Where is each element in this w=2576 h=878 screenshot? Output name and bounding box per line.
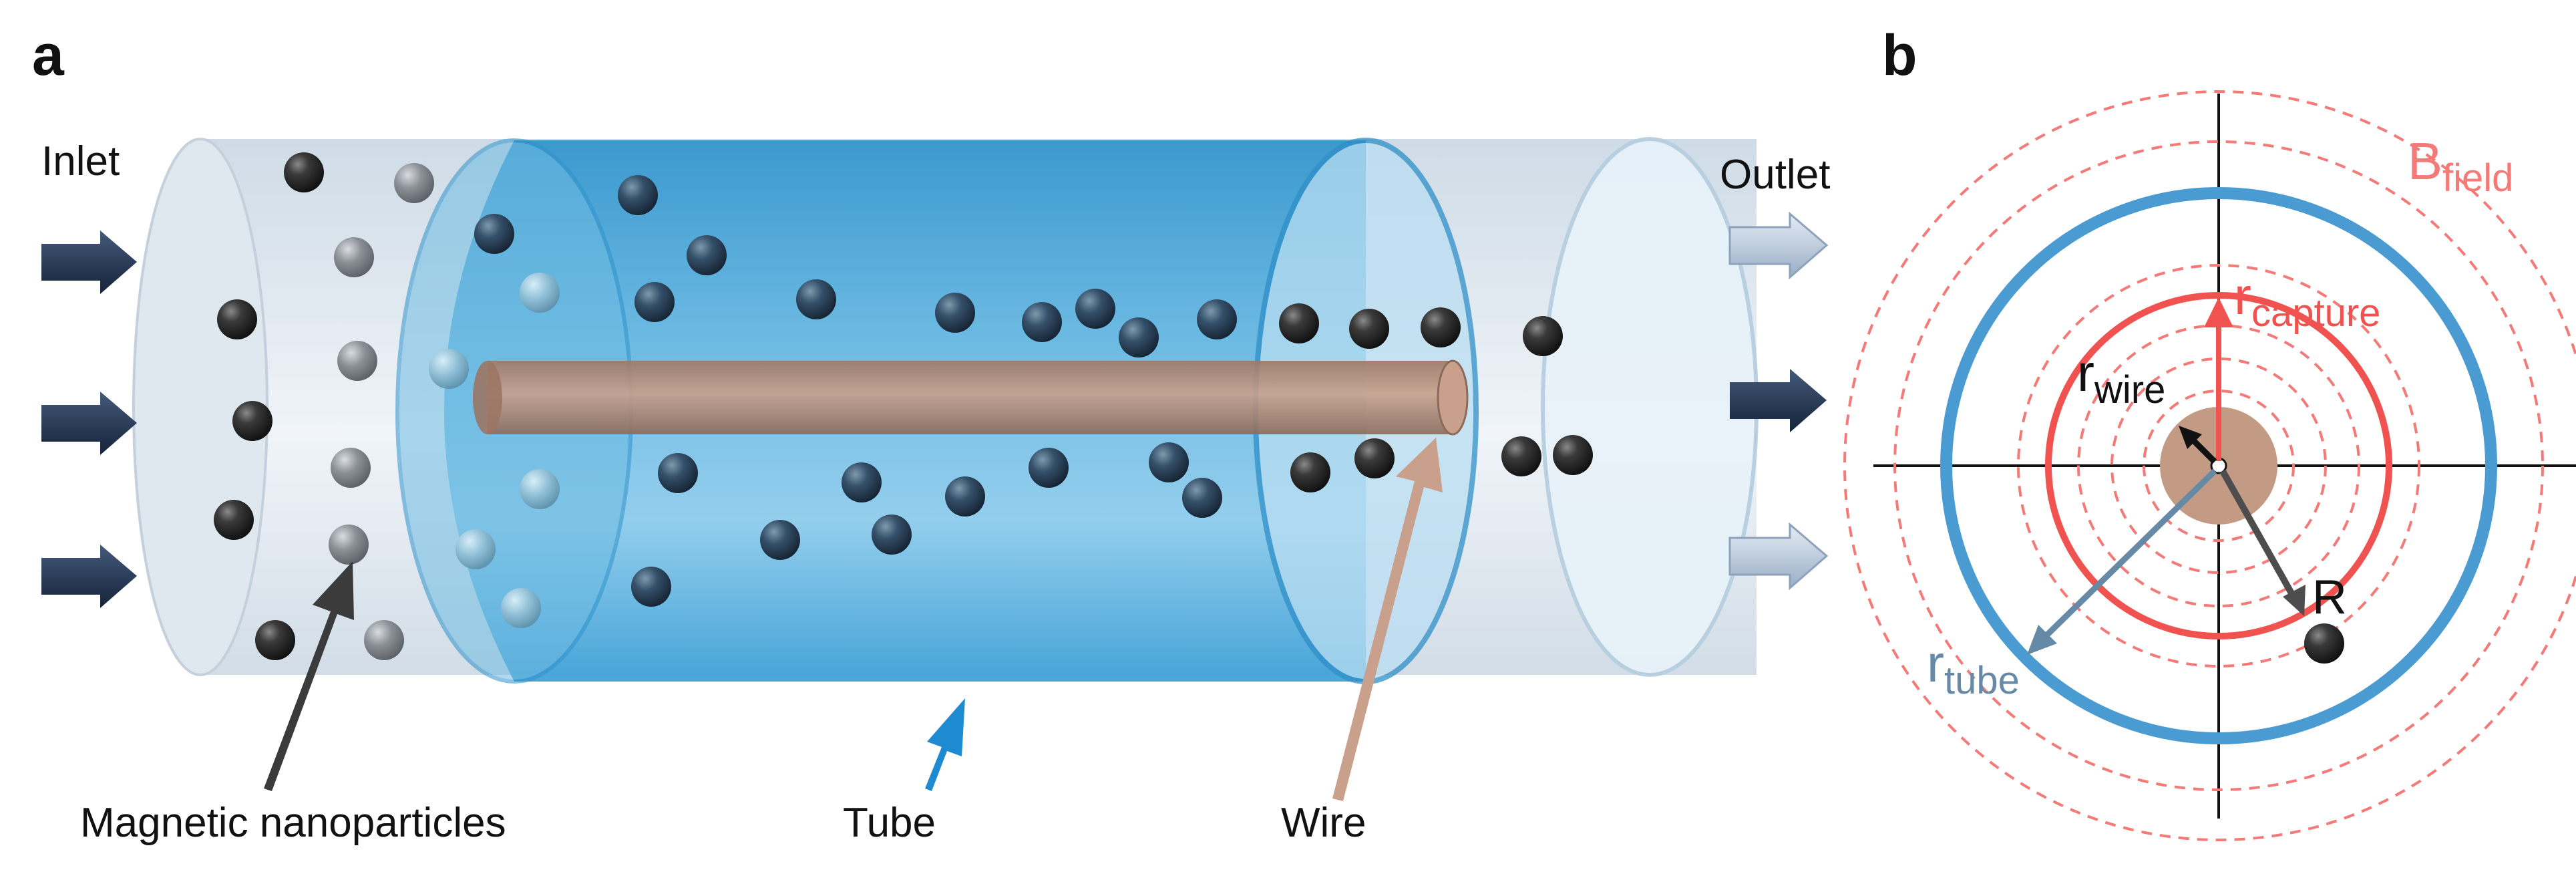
nanoparticle [1501,436,1541,476]
nanoparticle [331,448,371,488]
particle-distance-arrowhead-icon [2283,585,2306,616]
nanoparticle [1523,316,1563,356]
r-capture-label: rcapture [2234,267,2380,335]
outlet-label: Outlet [1720,152,1830,198]
nanoparticle [618,175,658,215]
panel-b-letter: b [1882,23,1917,88]
nanoparticle [1290,452,1330,492]
wire-radius-arrowhead-icon [2179,426,2202,449]
nanoparticle [842,462,882,502]
nanoparticle [687,235,727,275]
nanoparticle [1149,442,1189,482]
nanoparticle [1349,309,1389,349]
magnetic-nanoparticles-label: Magnetic nanoparticles [80,800,506,846]
r-wire-label: rwire [2077,343,2165,412]
inlet-arrow-icon [41,545,137,608]
inlet-arrow-icon [41,231,137,294]
nanoparticle-pointer-arrow [264,561,354,791]
nanoparticle [935,293,975,333]
nanoparticle [1553,435,1593,475]
nanoparticles-group [214,152,1593,660]
particle-distance-label: R [2312,571,2347,624]
panel-b: b Bfi [1843,23,2576,841]
nanoparticle [1022,302,1062,342]
nanoparticle [520,273,560,313]
nanoparticle [520,469,560,509]
nanoparticle [1182,478,1222,518]
b-field-rings [1843,90,2576,841]
tube-radius-arrow [2041,468,2217,641]
wire-label: Wire [1281,800,1366,846]
nanoparticle [1421,307,1461,347]
nanoparticle [872,515,912,555]
nanoparticle [1354,438,1395,478]
nanoparticle [501,588,541,628]
nanoparticle [364,620,404,660]
tube-radius-ring [1940,187,2497,744]
nanoparticle [796,279,836,319]
tube-radius-arrowhead-icon [2027,625,2057,655]
nanoparticle [945,476,985,517]
inlet-arrows [41,231,137,608]
nanoparticle [232,401,272,441]
nanoparticle [455,529,496,569]
nanoparticle [1279,303,1319,343]
capture-radius-arrowhead-icon [2204,297,2233,327]
outlet-arrows [1728,211,1829,591]
nanoparticle [658,453,698,493]
particle-distance-arrow [2219,469,2297,600]
inlet-label: Inlet [41,138,120,184]
nanoparticle [429,349,469,389]
outlet-arrow-icon [1728,522,1829,591]
b-field-label: Bfield [2408,132,2513,200]
r-tube-label: rtube [1927,634,2020,702]
capture-radius-ring [2045,292,2392,639]
nanoparticle [634,282,675,322]
inlet-arrow-icon [41,392,137,455]
outlet-arrow-icon [1730,369,1827,432]
panel-a: a [32,23,1830,846]
particle [2304,623,2344,664]
nanoparticle [337,341,377,381]
wire-rod [473,359,1469,436]
nanoparticle [394,163,434,203]
nanoparticle [1075,289,1115,329]
nanoparticle [217,299,257,339]
outlet-arrow-icon [1728,211,1829,280]
tube-label: Tube [843,800,936,846]
tube-pointer-arrow [925,698,965,791]
nanoparticle [1029,448,1069,488]
nanoparticle [631,567,671,607]
nanoparticle [1119,317,1159,357]
nanoparticle [760,520,800,560]
nanoparticle [329,525,369,565]
nanoparticle [1197,299,1237,339]
nanoparticle [334,237,374,277]
nanoparticle [214,500,254,540]
nanoparticle [284,152,324,192]
wire-pointer-arrow [1332,438,1443,801]
nanoparticle [255,620,295,660]
panel-a-letter: a [32,23,65,88]
nanoparticle [474,214,514,254]
